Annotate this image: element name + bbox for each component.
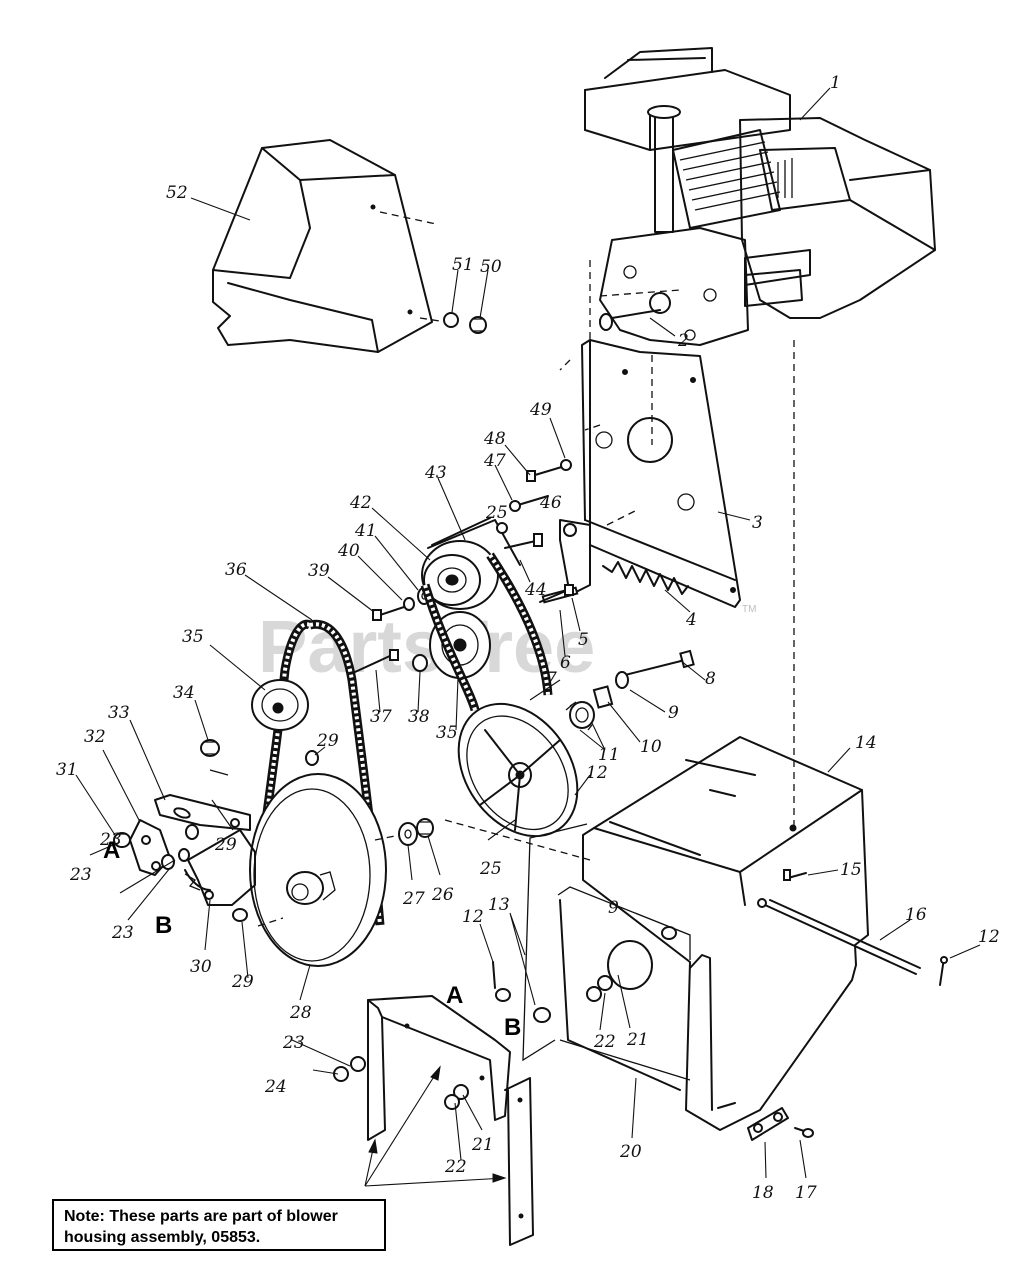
callout-23a: 23	[69, 865, 92, 885]
callout-23d: 23	[99, 830, 122, 850]
leader-lines	[75, 87, 981, 1179]
callout-18: 18	[752, 1183, 774, 1203]
callout-8: 8	[705, 669, 716, 689]
callout-9b: 9	[608, 898, 619, 918]
callout-38: 38	[408, 707, 430, 727]
callout-35b: 35	[436, 723, 458, 743]
callout-44: 44	[524, 580, 547, 600]
callout-33: 33	[108, 703, 130, 723]
hardware-center	[354, 584, 574, 673]
hardware-26-27	[374, 818, 434, 846]
callout-51: 51	[452, 255, 474, 275]
lower-brackets	[333, 961, 551, 1246]
callout-3: 3	[752, 513, 763, 533]
watermark-tm: TM	[742, 604, 756, 615]
callout-16: 16	[905, 905, 927, 925]
callout-21a: 21	[626, 1030, 649, 1050]
callout-48: 48	[483, 429, 506, 449]
callout-25a: 25	[479, 859, 502, 879]
note-line-2: housing assembly, 05853.	[64, 1229, 261, 1246]
callout-40: 40	[337, 541, 360, 561]
callout-12b: 12	[462, 907, 484, 927]
engine-mount-plate	[559, 339, 741, 608]
callout-28: 28	[289, 1003, 312, 1023]
reference-letters: A B A B	[103, 837, 521, 1041]
pulley-upper	[421, 459, 572, 610]
callout-32: 32	[84, 727, 106, 747]
callout-31: 31	[56, 760, 78, 780]
letter-a-left: A	[103, 837, 120, 864]
callout-29c: 29	[231, 972, 254, 992]
callout-17: 17	[795, 1183, 817, 1203]
callout-4: 4	[685, 610, 697, 630]
callout-26: 26	[431, 885, 454, 905]
callout-35a: 35	[182, 627, 204, 647]
callout-12c: 12	[978, 927, 1000, 947]
callout-2: 2	[677, 331, 689, 351]
shaft	[757, 869, 948, 986]
pulley-spoked	[444, 702, 591, 861]
callout-24: 24	[264, 1077, 287, 1097]
callout-15: 15	[840, 860, 862, 880]
callout-29a: 29	[316, 731, 339, 751]
callout-9: 9	[668, 703, 679, 723]
callout-1: 1	[830, 73, 841, 93]
letter-b-left: B	[155, 912, 172, 939]
callout-47: 47	[483, 451, 506, 471]
callout-41: 41	[354, 521, 377, 541]
callout-22b: 22	[444, 1157, 467, 1177]
callout-13: 13	[488, 895, 510, 915]
callout-25b: 25	[485, 503, 508, 523]
callout-22a: 22	[593, 1032, 616, 1052]
callout-34: 34	[173, 683, 195, 703]
callout-20: 20	[619, 1142, 642, 1162]
pulley-left	[251, 679, 309, 731]
letter-b-lower: B	[504, 1014, 521, 1041]
note-box: Note: These parts are part of blower hou…	[52, 1199, 386, 1251]
callout-labels: 1 2 3 4 5 6 7 8 9 9 10 11 12 12 12 13 14…	[56, 73, 1000, 1203]
callout-42: 42	[349, 493, 372, 513]
blower-housing	[522, 736, 869, 1131]
letter-a-lower: A	[446, 982, 463, 1009]
callout-5: 5	[578, 630, 589, 650]
callout-30: 30	[190, 957, 212, 977]
callout-12a: 12	[586, 763, 608, 783]
callout-49: 49	[529, 400, 552, 420]
callout-23b: 23	[111, 923, 134, 943]
callout-27: 27	[402, 889, 425, 909]
callout-50: 50	[480, 257, 502, 277]
callout-52: 52	[166, 183, 188, 203]
callout-11: 11	[598, 745, 620, 765]
callout-39: 39	[308, 561, 330, 581]
belt-upper	[420, 552, 553, 712]
callout-10: 10	[640, 737, 662, 757]
callout-23c: 23	[282, 1033, 305, 1053]
callout-29b: 29	[214, 835, 237, 855]
hardware-right	[565, 649, 695, 731]
callout-43: 43	[424, 463, 447, 483]
engine	[584, 47, 936, 360]
engine-cover	[212, 139, 487, 353]
spring	[602, 561, 689, 595]
callout-37: 37	[370, 707, 392, 727]
bracket-18	[717, 1102, 814, 1141]
callout-14: 14	[855, 733, 877, 753]
callout-46: 46	[539, 493, 562, 513]
pulley-large	[249, 773, 387, 967]
callout-6: 6	[560, 653, 571, 673]
callout-21b: 21	[471, 1135, 494, 1155]
callout-7: 7	[546, 669, 557, 689]
callout-36: 36	[225, 560, 247, 580]
note-line-1: Note: These parts are part of blower	[64, 1208, 338, 1225]
